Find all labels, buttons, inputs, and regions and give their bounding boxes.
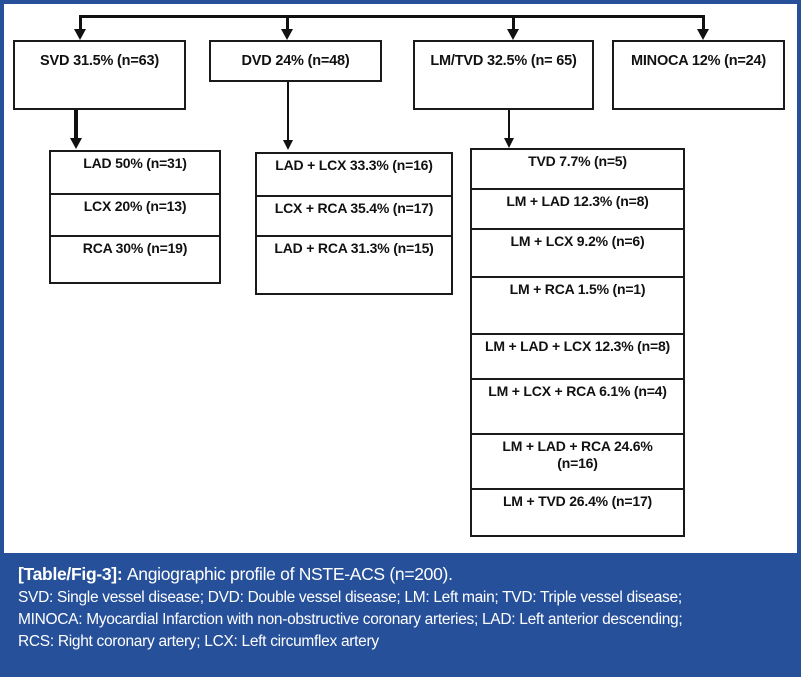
list-item[interactable]: TVD 7.7% (n=5)	[472, 150, 683, 190]
node-minoca-label: MINOCA 12% (n=24)	[630, 53, 767, 69]
row-label: LM + LCX + RCA 6.1% (n=4)	[488, 383, 667, 399]
list-item[interactable]: LM + LCX 9.2% (n=6)	[472, 230, 683, 278]
node-lmtvd-label: LM/TVD 32.5% (n= 65)	[430, 53, 577, 69]
list-item[interactable]: LM + RCA 1.5% (n=1)	[472, 278, 683, 335]
arrow-to-svd	[74, 29, 86, 40]
list-item[interactable]: LM + LAD 12.3% (n=8)	[472, 190, 683, 230]
list-item[interactable]: LAD + LCX 33.3% (n=16)	[257, 154, 451, 197]
group-lmtvd-children: TVD 7.7% (n=5) LM + LAD 12.3% (n=8) LM +…	[470, 148, 685, 537]
list-item[interactable]: LM + TVD 26.4% (n=17)	[472, 490, 683, 535]
arrow-to-minoca	[697, 29, 709, 40]
arrow-lmtvd-to-children	[504, 138, 514, 148]
node-lmtvd[interactable]: LM/TVD 32.5% (n= 65)	[413, 40, 594, 110]
row-label: LAD + RCA 31.3% (n=15)	[274, 239, 434, 256]
arrow-to-dvd	[281, 29, 293, 40]
row-label: LCX 20% (n=13)	[83, 198, 187, 215]
row-label: LCX + RCA 35.4% (n=17)	[274, 199, 434, 216]
row-label: LM + RCA 1.5% (n=1)	[509, 281, 646, 297]
connector-lmtvd-to-children	[508, 110, 510, 144]
caption-title-line: [Table/Fig-3]: Angiographic profile of N…	[18, 561, 783, 587]
node-svd[interactable]: SVD 31.5% (n=63)	[13, 40, 186, 110]
row-label: TVD 7.7% (n=5)	[528, 153, 627, 169]
group-svd-children: LAD 50% (n=31) LCX 20% (n=13) RCA 30% (n…	[49, 150, 221, 284]
list-item[interactable]: LM + LAD + RCA 24.6% (n=16)	[472, 435, 683, 490]
row-label: LAD + LCX 33.3% (n=16)	[275, 157, 433, 173]
list-item[interactable]: LCX + RCA 35.4% (n=17)	[257, 197, 451, 237]
caption-title: Angiographic profile of NSTE-ACS (n=200)…	[126, 564, 453, 584]
distributor-drop-lmtvd	[512, 15, 515, 31]
arrow-to-lmtvd	[507, 29, 519, 40]
row-label: LM + LAD 12.3% (n=8)	[506, 193, 649, 209]
node-minoca[interactable]: MINOCA 12% (n=24)	[612, 40, 785, 110]
distributor-bar	[79, 15, 705, 18]
row-label: LM + TVD 26.4% (n=17)	[502, 493, 653, 509]
list-item[interactable]: LM + LAD + LCX 12.3% (n=8)	[472, 335, 683, 380]
node-dvd[interactable]: DVD 24% (n=48)	[209, 40, 382, 82]
figure-caption: [Table/Fig-3]: Angiographic profile of N…	[4, 553, 797, 673]
flowchart-area: SVD 31.5% (n=63) DVD 24% (n=48) LM/TVD 3…	[4, 4, 797, 553]
row-label: LAD 50% (n=31)	[83, 155, 187, 171]
row-label: RCA 30% (n=19)	[82, 239, 188, 256]
arrow-dvd-to-children	[283, 140, 293, 150]
connector-svd-to-children	[74, 110, 78, 142]
list-item[interactable]: LAD 50% (n=31)	[51, 152, 219, 196]
caption-abbrev-line-2: MINOCA: Myocardial Infarction with non-o…	[18, 611, 683, 628]
row-label: LM + LAD + LCX 12.3% (n=8)	[484, 338, 670, 354]
row-label: LM + LCX 9.2% (n=6)	[510, 233, 645, 249]
distributor-drop-minoca	[702, 15, 705, 31]
caption-tag: [Table/Fig-3]:	[18, 564, 123, 584]
distributor-drop-svd	[79, 15, 82, 31]
caption-abbrev-line-3: RCS: Right coronary artery; LCX: Left ci…	[18, 633, 379, 650]
list-item[interactable]: LCX 20% (n=13)	[51, 195, 219, 237]
arrow-svd-to-children	[70, 138, 82, 149]
connector-dvd-to-children	[287, 82, 289, 144]
node-svd-label: SVD 31.5% (n=63)	[40, 53, 159, 69]
group-dvd-children: LAD + LCX 33.3% (n=16) LCX + RCA 35.4% (…	[255, 152, 453, 295]
list-item[interactable]: LAD + RCA 31.3% (n=15)	[257, 237, 451, 293]
row-label: LM + LAD + RCA 24.6% (n=16)	[502, 438, 653, 471]
list-item[interactable]: RCA 30% (n=19)	[51, 237, 219, 282]
list-item[interactable]: LM + LCX + RCA 6.1% (n=4)	[472, 380, 683, 435]
distributor-drop-dvd	[286, 15, 289, 31]
node-dvd-label: DVD 24% (n=48)	[241, 53, 350, 69]
caption-abbrev-line-1: SVD: Single vessel disease; DVD: Double …	[18, 589, 682, 606]
